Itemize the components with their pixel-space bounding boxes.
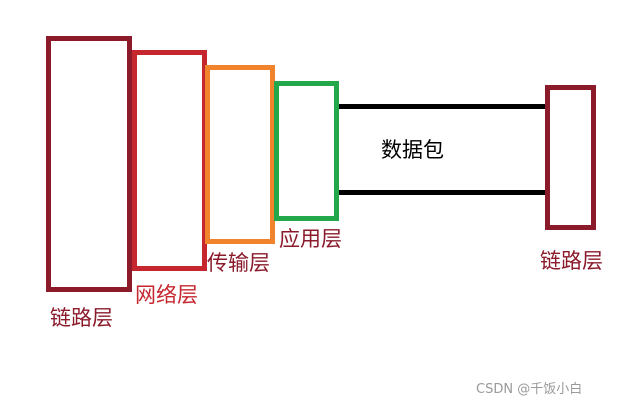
network-layer-box bbox=[132, 50, 207, 271]
link-layer-label: 链路层 bbox=[50, 306, 113, 330]
receiver-link-layer-box bbox=[545, 85, 596, 230]
transport-layer-label: 传输层 bbox=[207, 251, 270, 275]
application-layer-box bbox=[274, 81, 339, 221]
csdn-watermark: CSDN @千饭小白 bbox=[476, 382, 583, 397]
data-packet bbox=[339, 104, 548, 195]
application-layer-label: 应用层 bbox=[279, 227, 342, 251]
receiver-link-layer-label: 链路层 bbox=[540, 249, 603, 273]
packet-label: 数据包 bbox=[381, 138, 444, 162]
link-layer-box bbox=[46, 36, 132, 292]
transport-layer-box bbox=[205, 65, 275, 244]
network-layer-label: 网络层 bbox=[135, 283, 198, 307]
